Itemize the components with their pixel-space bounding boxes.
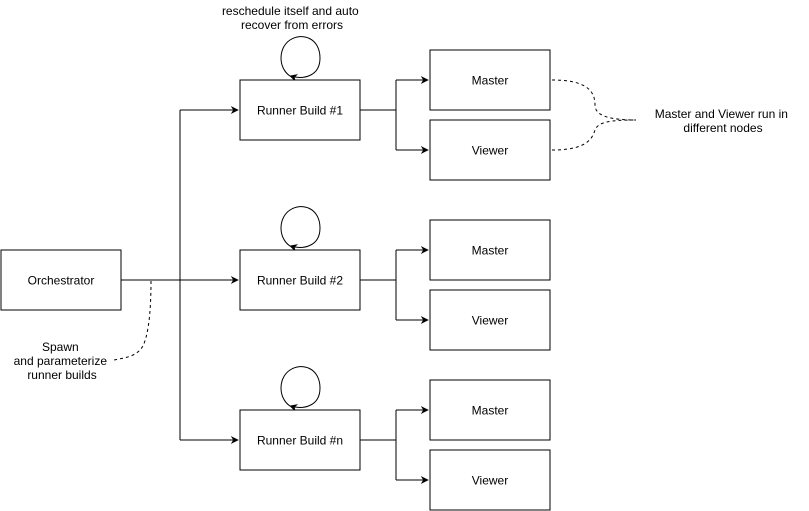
orchestrator-node: Orchestrator [0,249,122,311]
viewer-box-1 [429,119,551,181]
spawn-connector [113,280,152,361]
orchestrator-label: Orchestrator [28,274,95,288]
runner-label-2: Runner Build #2 [257,274,343,288]
reschedule-note: reschedule itself and auto recover from … [222,4,362,32]
master-box-1 [429,49,551,111]
master-label-n: Master [472,404,509,418]
runner-label-1: Runner Build #1 [257,104,343,118]
viewer-label-n: Viewer [472,474,508,488]
runner-box-1 [239,79,361,141]
self-loop-runner-2 [280,206,321,252]
reschedule-note-line-1: reschedule itself and auto [222,4,359,18]
annotation-connectors [113,79,637,361]
viewer-box-n [429,449,551,511]
viewer-label-1: Viewer [472,144,508,158]
master-label-2: Master [472,244,509,258]
runner-group-2: Runner Build #2 Master Viewer [239,219,551,351]
runner-group-n: Runner Build #n Master Viewer [239,379,551,511]
reschedule-note-line-2: recover from errors [241,18,343,32]
nodes-note-line-1: Master and Viewer run in [655,107,788,121]
orchestrator-edges [121,106,239,444]
viewer-box-2 [429,289,551,351]
spawn-note-line-3: runner builds [27,368,96,382]
spawn-note: Spawn and parameterize runner builds [14,340,111,382]
runner-box-2 [239,249,361,311]
self-loops [280,36,321,412]
master-label-1: Master [472,74,509,88]
viewer-label-2: Viewer [472,314,508,328]
orchestrator-box [0,249,122,311]
nodes-note: Master and Viewer run in different nodes [655,107,792,135]
runner-group-1: Runner Build #1 Master Viewer [239,49,551,181]
runner-edges [360,76,429,484]
self-loop-runner-n [280,366,321,412]
nodes-connector-viewer [551,119,637,151]
spawn-note-line-1: Spawn [42,340,79,354]
master-box-2 [429,219,551,281]
spawn-note-line-2: and parameterize [14,354,108,368]
runner-label-n: Runner Build #n [257,434,343,448]
self-loop-runner-1 [280,36,321,82]
master-box-n [429,379,551,441]
nodes-note-line-2: different nodes [683,121,762,135]
nodes-connector-master [551,79,637,121]
runner-box-n [239,409,361,471]
